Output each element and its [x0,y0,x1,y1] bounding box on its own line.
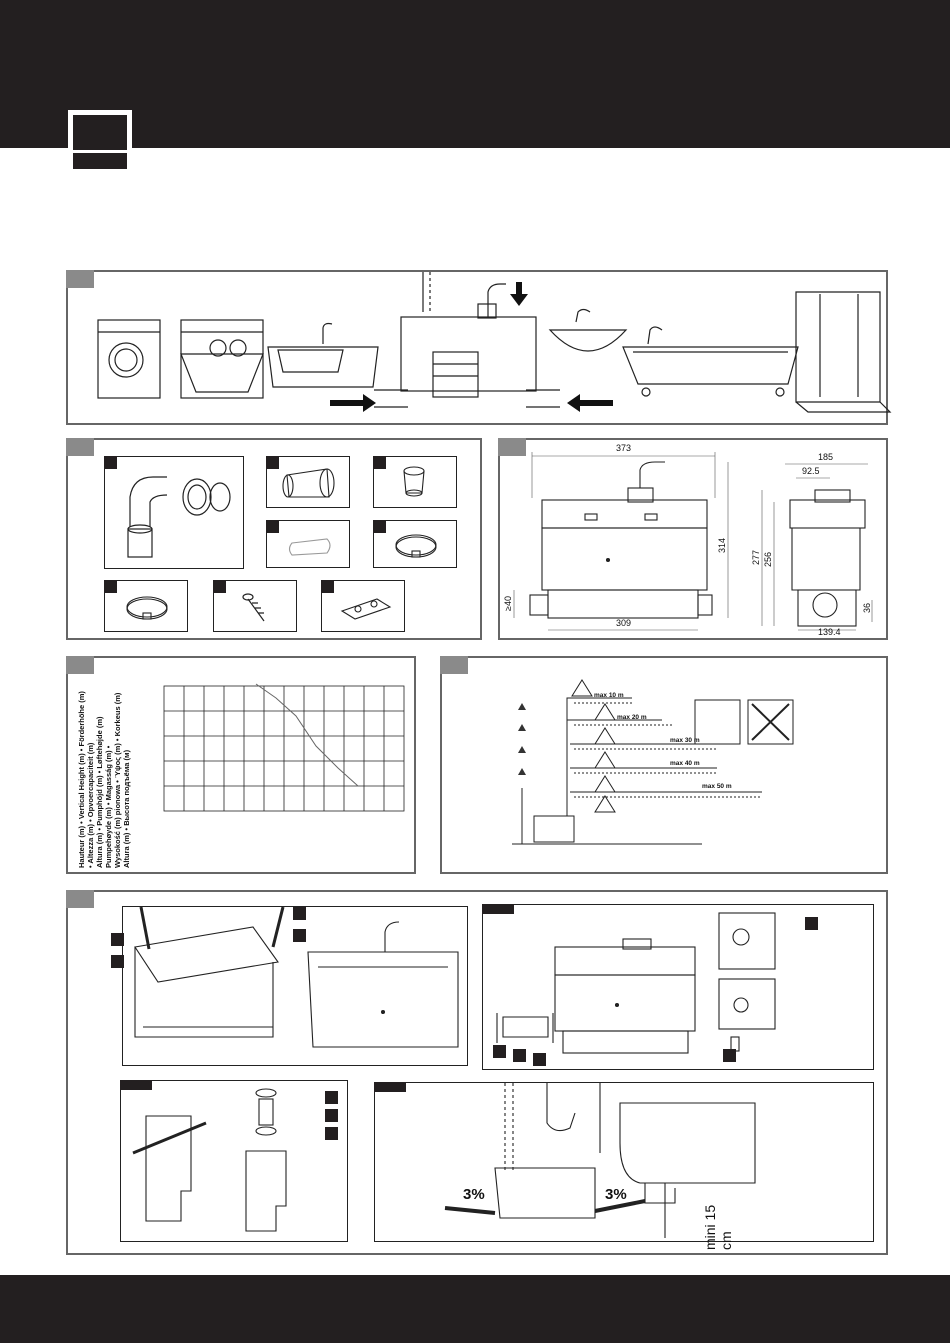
distance-label-30: max 30 m [670,737,700,744]
dim-side-width-top: 185 [818,452,834,462]
slope-left-label: 3% [463,1186,485,1203]
distance-label-10: max 10 m [594,692,624,699]
min-height-label: mini 15 cm [702,1204,734,1250]
dim-front-height: 314 [717,538,727,554]
dim-front-width-top: 373 [616,443,632,453]
panel-appliances [66,270,892,425]
part-screw [213,580,297,632]
step-floor-installation [374,1082,874,1242]
step-opening-lid [111,906,468,1066]
dim-side-outlet-height: 36 [862,603,872,614]
chapter-badge [68,110,132,174]
panel-dimensions: 373 314 309 ≥40 185 92.5 277 256 36 139.… [498,438,888,640]
part-hose-clamp-large [373,520,457,568]
panel-max-distances: max 10 m max 20 m max 30 m max 40 m max … [440,656,888,874]
panel-performance-curve [66,656,416,874]
part-elbow-connector [104,456,244,569]
distance-label-40: max 40 m [670,760,700,767]
dim-side-half-width: 92.5 [802,466,820,476]
dim-front-inlet-height: ≥40 [503,596,513,611]
distance-label-50: max 50 m [702,783,732,790]
panel-parts [66,438,482,640]
performance-graph [163,683,405,812]
slope-right-label: 3% [605,1186,627,1203]
dimension-drawing [513,452,873,631]
dim-side-total-height: 277 [751,550,761,566]
part-flexible-connector [266,456,350,508]
footer-band [0,1275,950,1343]
step-inlet-connection [482,904,874,1070]
appliances-illustration [97,272,892,413]
head-axis-label: Hauteur (m) • Vertical Height (m) • Förd… [77,691,131,868]
distance-label-20: max 20 m [617,714,647,721]
distance-diagram [512,679,794,845]
part-plug [266,520,350,568]
part-fixing-bracket [321,580,405,632]
dim-front-width-bottom: 309 [616,618,632,628]
dim-side-width-bottom: 139.4 [818,627,841,637]
panel-installation [66,890,888,1255]
header-band [0,0,950,148]
step-outlet-connection [120,1080,348,1242]
part-reducer [373,456,457,508]
dim-side-body-height: 256 [763,552,773,568]
part-hose-clamp-small [104,580,188,632]
